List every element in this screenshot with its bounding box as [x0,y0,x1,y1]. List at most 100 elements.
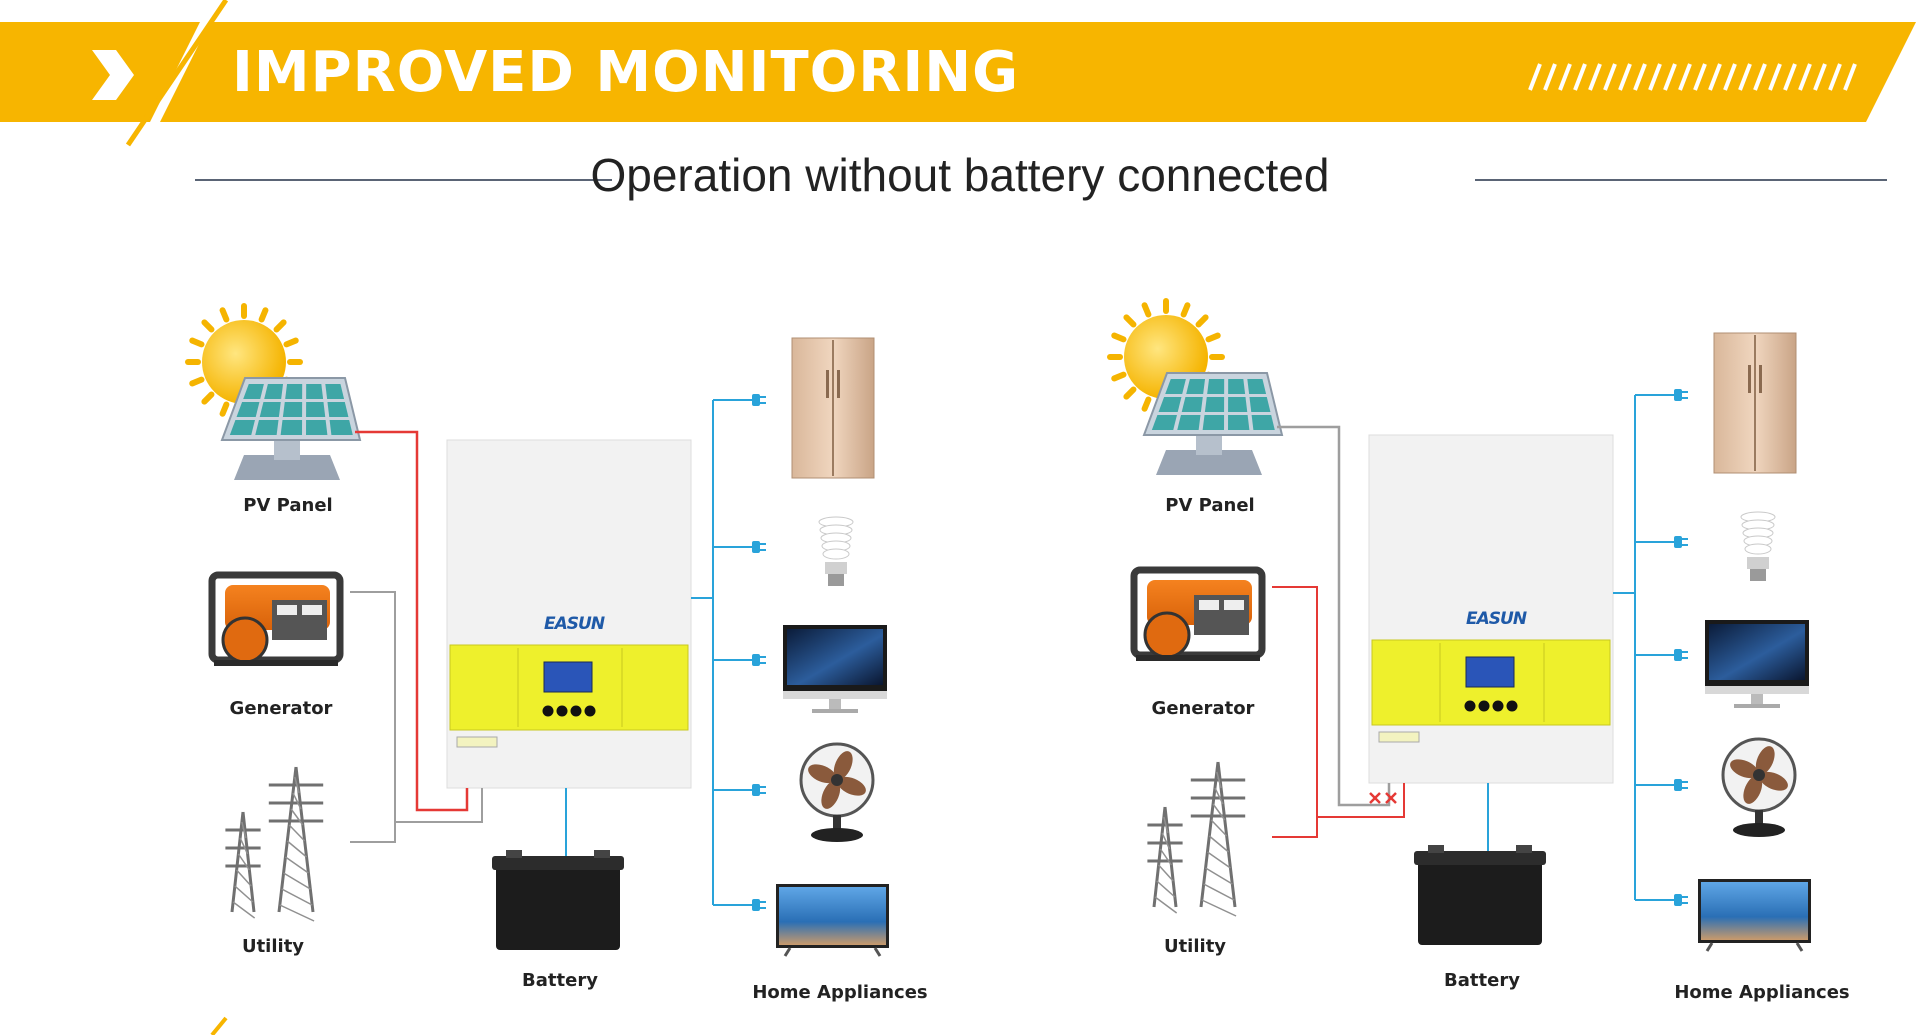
monitor-icon [1705,620,1809,708]
sun-ray [1123,314,1137,328]
sun-ray [201,391,215,405]
sun-ray [1195,314,1209,328]
panel-cell [285,384,303,399]
pylon-brace [1212,803,1226,821]
monitor-neck [1751,694,1763,704]
plug-body [1674,389,1682,401]
fan-blade [1759,771,1788,791]
panel-cell [1202,415,1225,430]
panel-cell [306,420,328,435]
inverter-lcd [1465,656,1515,688]
pylon-brace [1156,880,1176,898]
plug-icon [1674,389,1688,401]
plug-icon [1674,894,1688,906]
pylon-brace [279,904,315,922]
plug-body [752,784,760,796]
inverter-button [556,705,568,717]
pylon-brace [1158,864,1174,882]
generator-base [214,660,338,666]
panel-cell [306,384,324,399]
x-stroke [1369,792,1381,804]
panel-cell [229,420,255,435]
hatch-stroke [1723,63,1737,91]
panel-cell [306,402,326,417]
utility-pylon-icon [225,766,324,922]
generator-socket [277,605,297,615]
panel-cell [1207,379,1225,394]
generator-socket [1224,600,1244,610]
inverter-brand-logo: EASUN [1466,609,1527,629]
panel-cell [329,420,353,435]
hatch-stroke [1648,63,1662,91]
caution-sticker [456,736,498,748]
plug-icon [752,394,766,406]
pylon-brace [1154,896,1178,914]
inverter-brand-logo: EASUN [544,614,605,634]
battery-terminal [1516,845,1532,853]
inverter-button [542,705,554,717]
plug-body [752,899,760,911]
fan-stem [1755,810,1763,826]
battery-terminal [1428,845,1444,853]
refrigerator-icon [1713,332,1797,474]
utility-pylon-icon [1147,761,1246,917]
hatch-stroke [1633,63,1647,91]
lightbulb-icon [1740,511,1776,581]
fan-base [1733,823,1785,837]
header-banner [0,0,1916,147]
pylon-brace [285,856,309,874]
banner-left-block [0,22,200,122]
monitor-chin [783,691,887,699]
fridge-handle [837,370,840,398]
inverter-button [1478,700,1490,712]
monitor-foot [812,709,858,713]
plug-icon [1674,649,1688,661]
battery-icon [1414,845,1546,945]
label-battery: Battery [1444,970,1520,991]
sun-ray [258,307,269,323]
tv-foot [1795,942,1804,952]
generator-engine [1143,611,1191,659]
sun-icon [185,303,303,421]
pylon-leg [1152,806,1167,908]
plug-icon [1674,536,1688,548]
hatch-stroke [1798,63,1812,91]
plug-body [1674,894,1682,906]
bulb-collar [1747,557,1769,569]
panel-cell [325,384,345,399]
inverter-button [570,705,582,717]
pylon-brace [281,888,313,906]
sun-ray [1205,332,1221,343]
sun-ray [283,337,299,348]
panel-cell [327,402,349,417]
utility-connection-line [350,822,396,843]
fan-blade [1730,759,1759,779]
plug-body [752,394,760,406]
tv-icon [776,884,889,957]
pylon-brace [237,853,250,871]
tv-foot [783,947,792,957]
hatch-stroke [1543,63,1557,91]
pylon-brace [1208,835,1230,853]
sun-ray [1111,371,1127,382]
pylon-brace [294,776,300,794]
label-battery: Battery [522,970,598,991]
panel-cell [259,402,281,417]
pylon-brace [1205,867,1233,885]
battery-terminal [506,850,522,858]
pylon-brace [1201,899,1237,917]
plug-icon [752,899,766,911]
panel-cell [282,402,303,417]
generator-socket [1199,600,1219,610]
caution-sticker [1378,731,1420,743]
hatch-stroke [1768,63,1782,91]
sun-ray [1123,386,1137,400]
panel-cell [1228,415,1250,430]
inverter-button [1506,700,1518,712]
sun-ray [273,319,287,333]
lightbulb-icon [818,516,854,586]
label-home-appliances: Home Appliances [752,982,928,1003]
page-title: IMPROVED MONITORING [232,40,1020,105]
panel-cell [243,384,264,399]
panel-cell [236,402,260,417]
